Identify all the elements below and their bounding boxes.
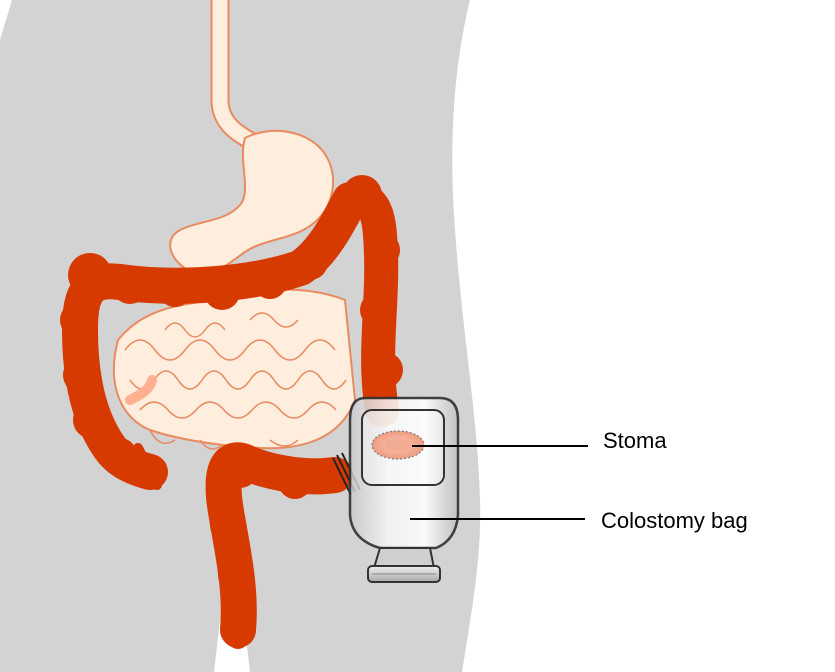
colostomy-bag-label: Colostomy bag xyxy=(601,510,748,532)
stoma-label: Stoma xyxy=(603,430,667,452)
